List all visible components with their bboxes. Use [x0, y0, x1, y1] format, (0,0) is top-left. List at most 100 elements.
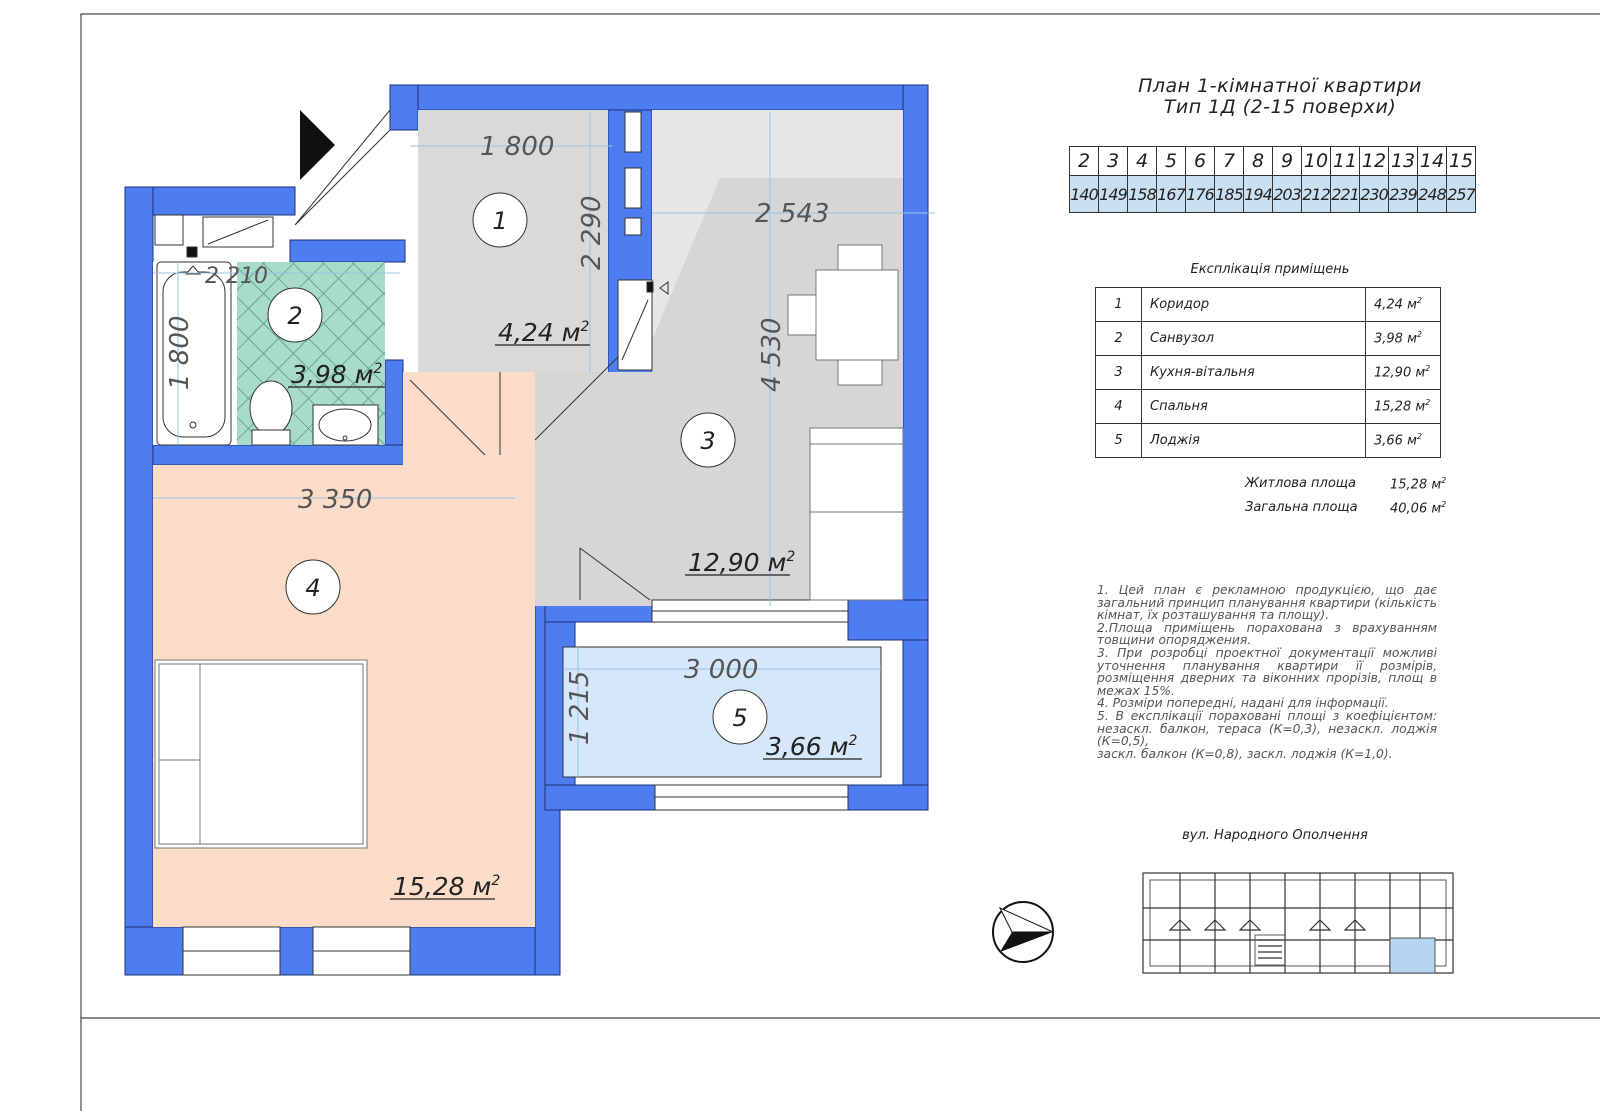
apartment-number-cell: 239 — [1388, 175, 1418, 213]
apartment-number-cell: 203 — [1272, 175, 1302, 213]
floor-cell: 13 — [1388, 146, 1418, 176]
room-num-cell: 3 — [1095, 355, 1142, 390]
dim-loggia-width: 3 000 — [684, 655, 758, 685]
apartment-number-cell: 167 — [1156, 175, 1186, 213]
room-area-cell: 3,66 м2 — [1365, 423, 1441, 458]
apartment-number-cell: 176 — [1185, 175, 1215, 213]
compass-icon — [992, 901, 1054, 963]
windows — [182, 111, 849, 976]
room-name-cell: Спальня — [1141, 389, 1366, 424]
street-label: вул. Народного Ополчення — [1182, 828, 1368, 843]
dim-bath-width: 2 210 — [205, 264, 268, 289]
explication-caption: Експлікація приміщень — [1190, 262, 1350, 277]
floor-cell: 2 — [1069, 146, 1099, 176]
apartment-number-cell: 248 — [1417, 175, 1447, 213]
room-area-3: 12,90 м2 — [688, 548, 795, 577]
floor-cell: 10 — [1301, 146, 1331, 176]
room-number-3: 3 — [700, 427, 715, 455]
floor-cell: 14 — [1417, 146, 1447, 176]
room-name-cell: Коридор — [1141, 287, 1366, 322]
plan-notes: 1. Цей план є рекламною продукцією, що д… — [1097, 583, 1437, 761]
room-number-1: 1 — [492, 207, 507, 235]
sheet-frame — [80, 13, 1600, 1111]
toilet-icon — [249, 380, 293, 446]
dim-bedroom-width: 3 350 — [298, 485, 372, 515]
dim-corridor-height: 2 290 — [577, 196, 607, 270]
room-num-cell: 5 — [1095, 423, 1142, 458]
building-key-plan — [1142, 872, 1454, 974]
dim-kitchen-height: 4 530 — [757, 318, 787, 392]
dim-corridor-width: 1 800 — [480, 132, 554, 162]
room-area-5: 3,66 м2 — [766, 732, 857, 761]
apartment-number-cell: 257 — [1446, 175, 1476, 213]
door-swings — [409, 354, 651, 601]
apartment-number-cell: 149 — [1098, 175, 1128, 213]
room-name-cell: Санвузол — [1141, 321, 1366, 356]
floor-cell: 5 — [1156, 146, 1186, 176]
washbasin-icon — [312, 404, 379, 446]
entry-door-swing — [294, 108, 391, 226]
plan-subtitle: Тип 1Д (2-15 поверхи) — [1163, 96, 1397, 118]
floor-cell: 4 — [1127, 146, 1157, 176]
room-name-cell: Кухня-вітальня — [1141, 355, 1366, 390]
apartment-number-cell: 212 — [1301, 175, 1331, 213]
floor-cell: 15 — [1446, 146, 1476, 176]
room-num-cell: 1 — [1095, 287, 1142, 322]
apartment-number-cell: 221 — [1330, 175, 1360, 213]
apartment-number-cell: 194 — [1243, 175, 1273, 213]
living-area-value: 15,28 м2 — [1390, 476, 1447, 493]
dining-set — [787, 244, 899, 386]
apartment-number-cell: 158 — [1127, 175, 1157, 213]
room-num-cell: 2 — [1095, 321, 1142, 356]
room-area-cell: 3,98 м2 — [1365, 321, 1441, 356]
dim-bath-height: 1 800 — [165, 316, 195, 390]
room-name-cell: Лоджія — [1141, 423, 1366, 458]
room-area-4: 15,28 м2 — [393, 872, 500, 901]
dimension-labels: 1 800 2 290 2 543 4 530 2 210 1 800 3 35… — [165, 132, 829, 745]
dimension-lines — [153, 112, 935, 777]
kitchen-unit — [617, 279, 669, 371]
room-number-2: 2 — [287, 302, 302, 330]
floor-cell: 11 — [1330, 146, 1360, 176]
apartment-number-cell: 230 — [1359, 175, 1389, 213]
floor-cell: 8 — [1243, 146, 1273, 176]
total-area-label: Загальна площа — [1245, 500, 1358, 515]
sofa — [809, 427, 904, 601]
room-area-1: 4,24 м2 — [498, 318, 589, 347]
entrance-arrow-icon — [300, 110, 335, 180]
washing-machine-icon — [154, 214, 274, 258]
floor-cell: 6 — [1185, 146, 1215, 176]
floor-cell: 3 — [1098, 146, 1128, 176]
floor-cell: 9 — [1272, 146, 1302, 176]
living-area-label: Житлова площа — [1245, 476, 1357, 491]
apartment-number-cell: 185 — [1214, 175, 1244, 213]
room-number-4: 4 — [305, 574, 320, 602]
apartment-plan: 1 800 2 290 2 543 4 530 2 210 1 800 3 35… — [124, 84, 935, 976]
room-area-cell: 15,28 м2 — [1365, 389, 1441, 424]
room-number-5: 5 — [732, 704, 747, 732]
plan-title: План 1-кімнатної квартири — [1138, 75, 1422, 97]
room-kitchen-living — [528, 110, 903, 606]
room-area-cell: 4,24 м2 — [1365, 287, 1441, 322]
room-area-cell: 12,90 м2 — [1365, 355, 1441, 390]
double-bed-icon — [154, 659, 368, 849]
dim-kitchen-width: 2 543 — [755, 199, 829, 229]
room-num-cell: 4 — [1095, 389, 1142, 424]
dim-loggia-height: 1 215 — [565, 671, 595, 745]
room-area-2: 3,98 м2 — [291, 360, 382, 389]
floor-cell: 12 — [1359, 146, 1389, 176]
apartment-number-cell: 140 — [1069, 175, 1099, 213]
floor-cell: 7 — [1214, 146, 1244, 176]
room-markers — [267, 192, 768, 745]
total-area-value: 40,06 м2 — [1390, 500, 1447, 517]
